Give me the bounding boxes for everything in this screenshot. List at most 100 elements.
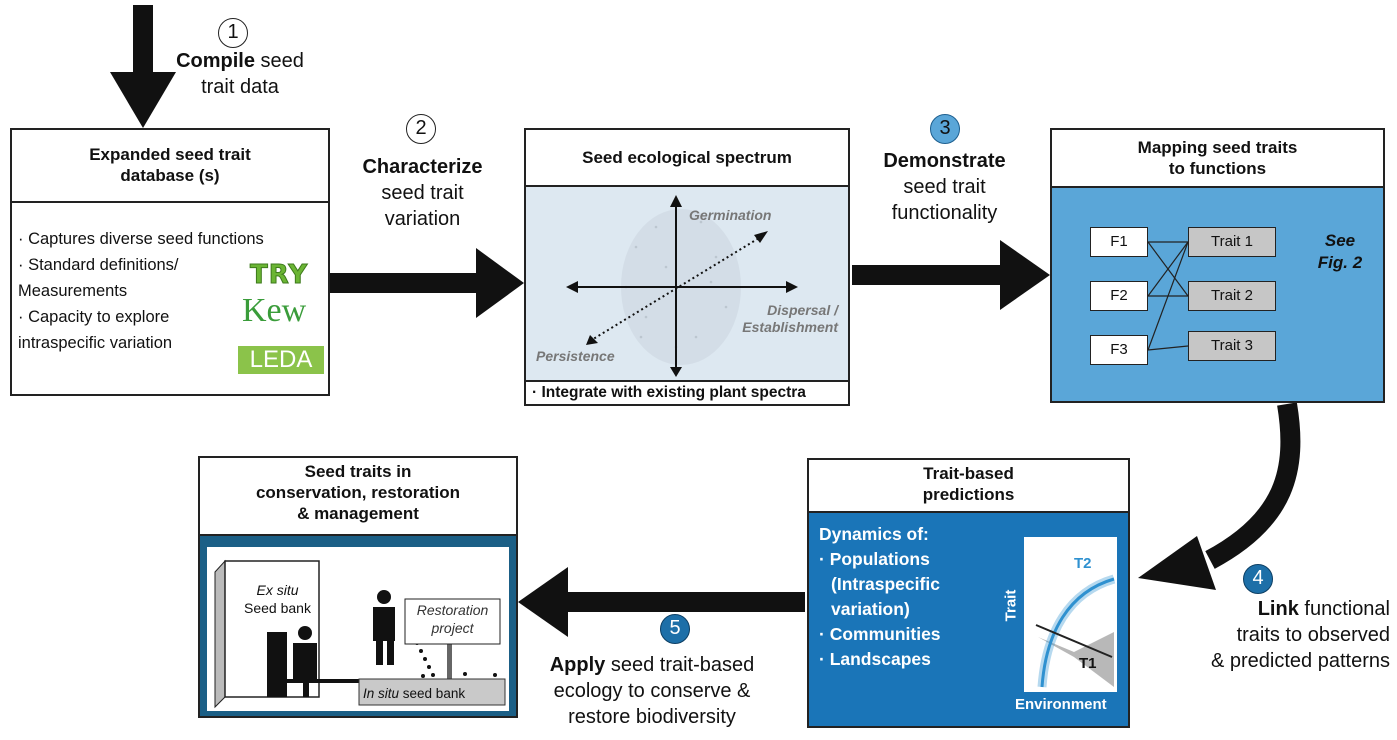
try-logo: TRY bbox=[249, 260, 309, 291]
restoration-sign-label: Restoration project bbox=[405, 601, 500, 637]
step3-text1: seed trait bbox=[903, 176, 986, 198]
conservation-title: Seed traits in conservation, restoration… bbox=[200, 461, 516, 524]
mapping-title: Mapping seed traits to functions bbox=[1052, 137, 1383, 179]
arrow-step3 bbox=[852, 240, 1050, 310]
mapping-box: Mapping seed traits to functions F1 F2 F… bbox=[1050, 128, 1385, 403]
pred-item-0: · Populations bbox=[819, 549, 930, 569]
pred-item-2: variation) bbox=[831, 599, 910, 619]
step3-number: 3 bbox=[930, 114, 960, 144]
database-title-2: database (s) bbox=[120, 166, 220, 185]
exsitu-label: Ex situ Seed bank bbox=[240, 581, 315, 617]
step5-text3: restore biodiversity bbox=[568, 706, 736, 728]
spectrum-footer: · Integrate with existing plant spectra bbox=[532, 384, 806, 401]
database-box: Expanded seed trait database (s) · Captu… bbox=[10, 128, 330, 396]
axis-persistence: Persistence bbox=[536, 348, 615, 364]
function-box-1: F1 bbox=[1090, 227, 1148, 257]
predictions-title-1: Trait-based bbox=[923, 464, 1014, 483]
step1-text1: seed bbox=[254, 50, 304, 72]
database-title: Expanded seed trait database (s) bbox=[12, 144, 328, 186]
conservation-title-2: conservation, restoration bbox=[255, 483, 461, 502]
step4-text1: functional bbox=[1298, 598, 1390, 620]
step4-label: Link functional traits to observed & pre… bbox=[1180, 596, 1390, 674]
predictions-list: Dynamics of: · Populations (Intraspecifi… bbox=[819, 522, 941, 672]
step2-number: 2 bbox=[406, 114, 436, 144]
mapping-links bbox=[1147, 241, 1189, 351]
dynamics-label: Dynamics of: bbox=[819, 524, 929, 544]
leda-logo: LEDA bbox=[238, 346, 324, 374]
database-bullets: · Captures diverse seed functions · Stan… bbox=[18, 226, 328, 356]
plot-y-label: Trait bbox=[1002, 589, 1020, 622]
conservation-title-3: & management bbox=[297, 504, 419, 523]
step4-verb: Link bbox=[1257, 598, 1299, 620]
restoration-sign-2: project bbox=[431, 620, 474, 636]
db-bullet-4: intraspecific variation bbox=[18, 334, 173, 352]
mapping-title-2: to functions bbox=[1168, 159, 1267, 178]
axis-dispersal-1: Dispersal / bbox=[767, 302, 838, 318]
see-fig2-1: See bbox=[1324, 231, 1356, 250]
exsitu-label-1: Ex situ bbox=[256, 582, 299, 598]
arrow-step2 bbox=[329, 248, 524, 318]
insitu-italic: In situ bbox=[363, 686, 400, 701]
predictions-box: Trait-based predictions Dynamics of: · P… bbox=[807, 458, 1130, 728]
arrow-step5 bbox=[518, 567, 805, 637]
trait-box-2: Trait 2 bbox=[1188, 281, 1276, 311]
step5-text1: seed trait-based bbox=[605, 654, 755, 676]
step2-text1: seed trait bbox=[381, 182, 464, 204]
step5-number: 5 bbox=[660, 614, 690, 644]
db-bullet-1: · Standard definitions/ bbox=[18, 256, 179, 274]
pred-item-1: (Intraspecific bbox=[831, 574, 940, 594]
function-box-2: F2 bbox=[1090, 281, 1148, 311]
database-title-1: Expanded seed trait bbox=[89, 145, 251, 164]
spectrum-axes bbox=[566, 195, 798, 377]
trait-env-plot: T2 T1 bbox=[1024, 537, 1117, 692]
step1-text2: trait data bbox=[201, 76, 279, 98]
step5-verb: Apply bbox=[549, 654, 606, 676]
curve-t1-label: T1 bbox=[1079, 655, 1097, 672]
axis-dispersal: Dispersal / Establishment bbox=[718, 302, 838, 336]
conservation-box: Seed traits in conservation, restoration… bbox=[198, 456, 518, 718]
step3-label: Demonstrate seed trait functionality bbox=[862, 148, 1027, 226]
exsitu-label-2: Seed bank bbox=[244, 600, 311, 616]
axis-dispersal-2: Establishment bbox=[742, 319, 838, 335]
spectrum-title: Seed ecological spectrum bbox=[582, 148, 792, 167]
db-bullet-3: · Capacity to explore bbox=[18, 308, 170, 326]
step3-text2: functionality bbox=[891, 202, 998, 224]
step5-text2: ecology to conserve & bbox=[553, 680, 751, 702]
conservation-illustration: Ex situ Seed bank Restoration project In… bbox=[207, 547, 509, 711]
plot-x-label: Environment bbox=[1015, 696, 1107, 713]
insitu-rest: seed bank bbox=[399, 686, 466, 701]
step3-verb: Demonstrate bbox=[883, 150, 1006, 172]
arrow-step1 bbox=[110, 5, 176, 128]
step4-text3: & predicted patterns bbox=[1211, 650, 1390, 672]
step4-number: 4 bbox=[1243, 564, 1273, 594]
spectrum-box: Seed ecological spectrum Germination Dis… bbox=[524, 128, 850, 406]
see-fig2-2: Fig. 2 bbox=[1317, 253, 1363, 272]
restoration-sign-1: Restoration bbox=[416, 602, 489, 618]
see-fig2: See Fig. 2 bbox=[1310, 230, 1370, 274]
database-divider bbox=[12, 201, 328, 203]
pred-item-3: · Communities bbox=[819, 624, 941, 644]
step4-text2: traits to observed bbox=[1236, 624, 1390, 646]
axis-germination: Germination bbox=[689, 207, 772, 223]
step1-verb: Compile bbox=[176, 50, 255, 72]
trait-box-1: Trait 1 bbox=[1188, 227, 1276, 257]
conservation-title-1: Seed traits in bbox=[304, 462, 412, 481]
trait-box-3: Trait 3 bbox=[1188, 331, 1276, 361]
db-bullet-2: Measurements bbox=[18, 282, 128, 300]
curve-t2-label: T2 bbox=[1074, 555, 1092, 572]
step1-label: Compile seed trait data bbox=[170, 48, 310, 100]
mapping-title-1: Mapping seed traits bbox=[1137, 138, 1298, 157]
step1-number: 1 bbox=[218, 18, 248, 48]
trait-env-curves bbox=[1035, 574, 1116, 688]
db-bullet-0: · Captures diverse seed functions bbox=[18, 230, 264, 248]
predictions-title: Trait-based predictions bbox=[809, 463, 1128, 505]
kew-logo: Kew bbox=[242, 292, 307, 329]
step2-verb: Characterize bbox=[362, 156, 483, 178]
step5-label: Apply seed trait-based ecology to conser… bbox=[522, 652, 782, 730]
function-box-3: F3 bbox=[1090, 335, 1148, 365]
pred-item-4: · Landscapes bbox=[819, 649, 931, 669]
predictions-title-2: predictions bbox=[922, 485, 1015, 504]
conservation-scene bbox=[214, 559, 506, 709]
arrow-step4 bbox=[1138, 402, 1301, 590]
